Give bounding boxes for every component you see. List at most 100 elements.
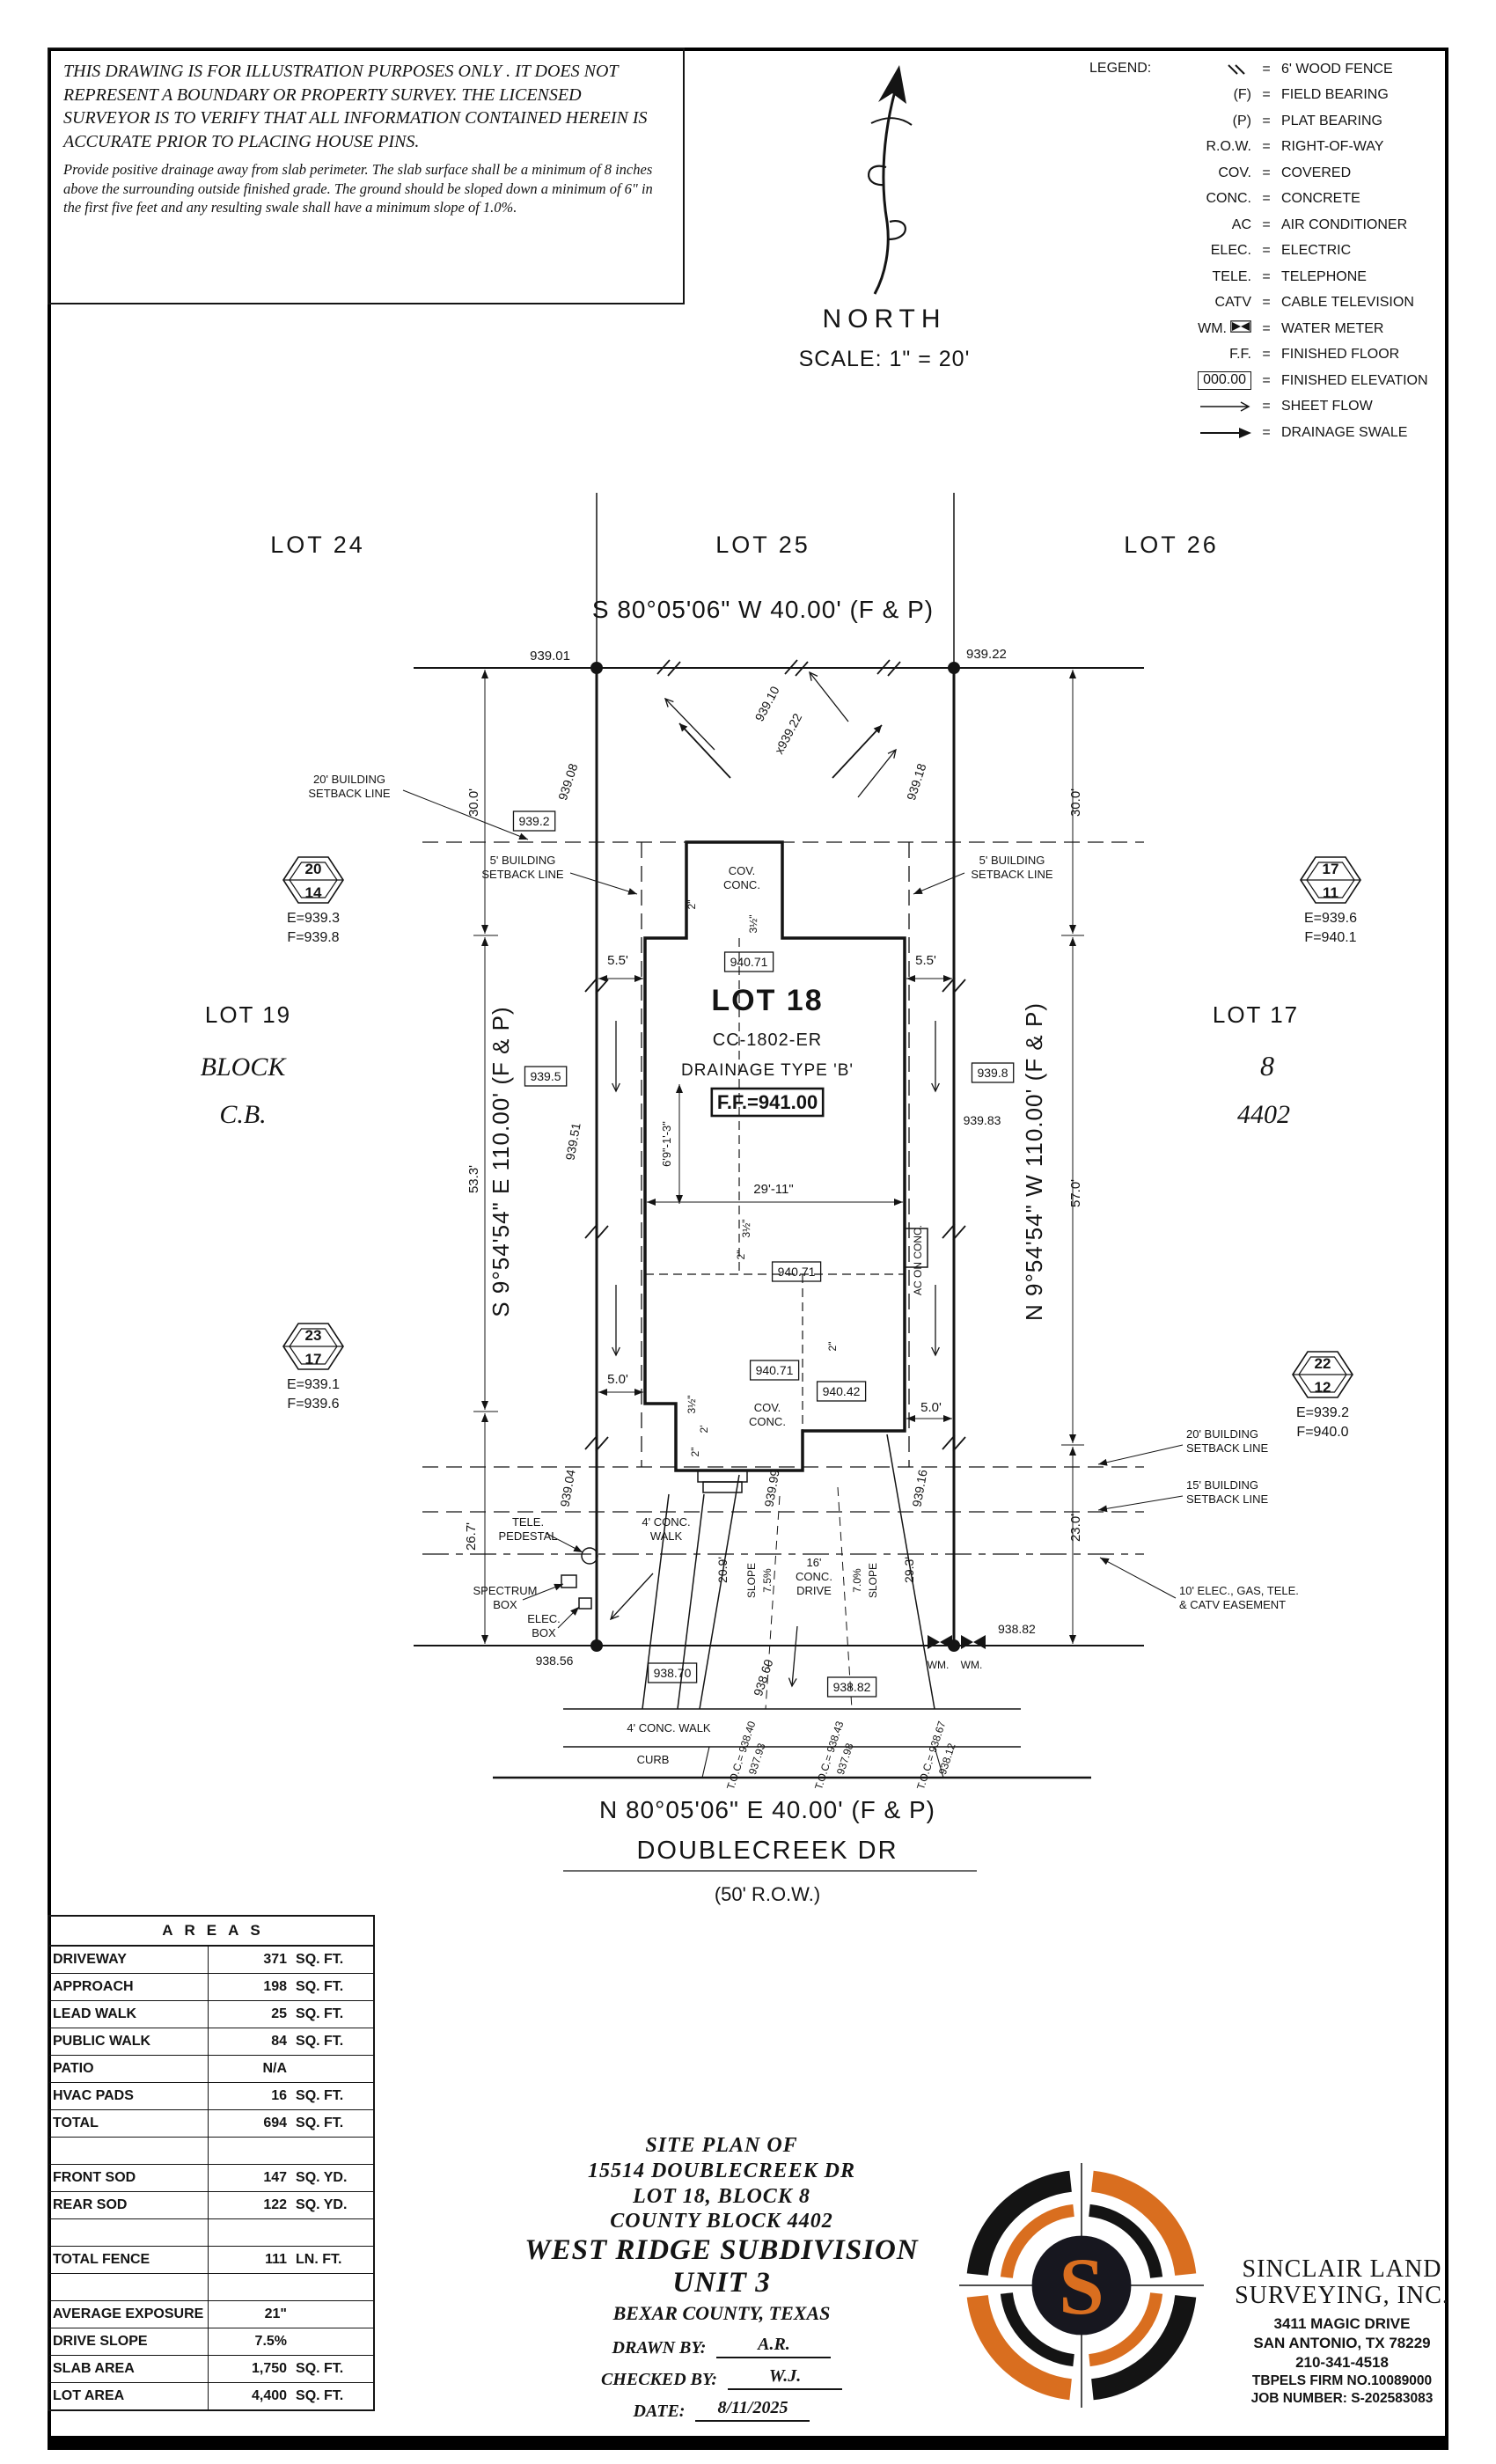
areas-table-cell: LEAD WALK bbox=[48, 2000, 209, 2028]
drawing-label: 7.0% bbox=[851, 1568, 863, 1593]
legend-equals: = bbox=[1262, 320, 1271, 336]
drawing-label: CONC. bbox=[723, 878, 760, 891]
drawn-by-row: DRAWN BY: A.R. bbox=[475, 2335, 968, 2358]
leader-line bbox=[402, 789, 529, 840]
drawing-label: 20.9' bbox=[715, 1557, 730, 1583]
sheet-flow-arrowhead bbox=[609, 1610, 620, 1621]
drawing-label: SETBACK LINE bbox=[1186, 1441, 1269, 1455]
drawing-label: 15' BUILDING bbox=[1186, 1478, 1258, 1492]
leader-line bbox=[522, 1583, 564, 1601]
drawing-label: SLOPE bbox=[745, 1563, 758, 1598]
disclaimer-title: THIS DRAWING IS FOR ILLUSTRATION PURPOSE… bbox=[63, 62, 648, 151]
drawing-label: 23.0' bbox=[1068, 1514, 1083, 1542]
drawing-label: 4' CONC. WALK bbox=[627, 1721, 711, 1734]
drawing-label: 939.04 bbox=[557, 1468, 577, 1507]
areas-table-cell: 694 bbox=[208, 2109, 291, 2138]
sheet-flow-arrowhead bbox=[612, 1346, 620, 1357]
areas-table-cell bbox=[290, 2300, 374, 2328]
logo-letter: S bbox=[1059, 2241, 1104, 2332]
company-address1: 3411 MAGIC DRIVE bbox=[1273, 2315, 1411, 2333]
legend-rows: =6' WOOD FENCE(F)=FIELD BEARING(P)=PLAT … bbox=[1167, 56, 1445, 446]
drawing-label: LOT 18 bbox=[711, 984, 823, 1017]
drawing-label: 3½" bbox=[747, 915, 759, 934]
property-lines bbox=[414, 493, 1144, 1646]
water-meter-icons bbox=[928, 1635, 986, 1649]
legend-equals: = bbox=[1262, 372, 1271, 388]
leader-line bbox=[569, 872, 638, 895]
areas-table-cell: TOTAL FENCE bbox=[48, 2246, 209, 2274]
logo-arc bbox=[1089, 2292, 1163, 2367]
legend-description: COVERED bbox=[1281, 165, 1352, 180]
title-county-state: BEXAR COUNTY, TEXAS bbox=[612, 2302, 831, 2325]
drawing-label: S 9°54'54" E 110.00' (F & P) bbox=[488, 1006, 514, 1316]
logo-center-disc bbox=[1031, 2235, 1132, 2336]
drawing-label: E=939.1 bbox=[287, 1377, 340, 1392]
areas-table-cell: SQ. FT. bbox=[290, 1973, 374, 2001]
drawing-label: PEDESTAL bbox=[499, 1529, 558, 1543]
legend-equals: = bbox=[1262, 399, 1271, 414]
drawing-label: 26.7' bbox=[464, 1522, 479, 1551]
drawing-label: 940.71 bbox=[730, 955, 768, 969]
areas-table-cell: HVAC PADS bbox=[48, 2082, 209, 2110]
drawing-label: 29'-11" bbox=[753, 1182, 793, 1197]
drawing-label: 5' BUILDING bbox=[490, 854, 556, 867]
drawing-label: 2' bbox=[698, 1426, 710, 1434]
title-site-plan-of: SITE PLAN OF bbox=[645, 2134, 798, 2157]
legend-row: F.F.=FINISHED FLOOR bbox=[1167, 342, 1445, 369]
drainage-swale-arrow bbox=[832, 724, 883, 779]
drawing-label: 939.01 bbox=[530, 649, 570, 664]
legend-symbol: COV. bbox=[1218, 165, 1251, 180]
leader-line bbox=[913, 872, 965, 895]
drawing-label: SETBACK LINE bbox=[308, 787, 391, 800]
leader-line bbox=[1097, 1495, 1184, 1513]
drawing-label: F=939.6 bbox=[287, 1397, 339, 1412]
finished-elevation-box bbox=[749, 1360, 800, 1381]
spectrum-box-icon bbox=[561, 1574, 577, 1588]
drawing-label: SCALE: 1" = 20' bbox=[799, 347, 971, 371]
drawing-label: SLOPE bbox=[867, 1563, 879, 1598]
areas-table-row bbox=[48, 2273, 374, 2301]
checked-by-label: CHECKED BY: bbox=[600, 2369, 718, 2389]
leader-line bbox=[1097, 1444, 1184, 1466]
company-phone: 210-341-4518 bbox=[1295, 2353, 1389, 2371]
legend-equals: = bbox=[1262, 243, 1271, 259]
logo-arc bbox=[966, 2170, 1073, 2277]
logo-arc bbox=[1090, 2294, 1197, 2401]
legend-symbol: (F) bbox=[1233, 87, 1251, 103]
lot-id-bottom: 12 bbox=[1315, 1379, 1331, 1396]
drainage-swale-arrowhead bbox=[873, 725, 882, 734]
title-county-block: COUNTY BLOCK 4402 bbox=[610, 2210, 833, 2233]
finished-elevation-box bbox=[971, 1062, 1015, 1083]
elec-box-icon bbox=[578, 1597, 592, 1610]
areas-table-cell: N/A bbox=[208, 2055, 291, 2083]
date-label: DATE: bbox=[633, 2401, 686, 2421]
areas-table-cell: DRIVE SLOPE bbox=[48, 2328, 209, 2356]
drawing-label: 4' CONC. bbox=[642, 1515, 690, 1529]
legend-row: =SHEET FLOW bbox=[1167, 394, 1445, 421]
areas-table-cell bbox=[48, 2218, 209, 2247]
title-block: SITE PLAN OF 15514 DOUBLECREEK DR LOT 18… bbox=[475, 2133, 968, 2422]
drawing-label: 10' ELEC., GAS, TELE. bbox=[1179, 1584, 1299, 1597]
drawing-label: ELEC. bbox=[527, 1612, 561, 1625]
drawing-label: 939.08 bbox=[555, 761, 581, 802]
legend-description: FINISHED ELEVATION bbox=[1281, 372, 1428, 388]
drawing-label: LOT 25 bbox=[715, 532, 810, 558]
leader-line bbox=[1099, 1557, 1177, 1599]
drawing-label: COV. bbox=[754, 1401, 781, 1414]
drawing-label: 938.70 bbox=[654, 1666, 692, 1680]
disclaimer-box: THIS DRAWING IS FOR ILLUSTRATION PURPOSE… bbox=[48, 48, 685, 304]
areas-table-cell: 16 bbox=[208, 2082, 291, 2110]
drawing-label: 5.5' bbox=[607, 953, 628, 968]
north-arrow-icon bbox=[868, 65, 913, 295]
areas-table-cell: 7.5% bbox=[208, 2328, 291, 2356]
areas-table-title: AREAS bbox=[48, 1915, 375, 1947]
drawing-label: E=939.2 bbox=[1296, 1405, 1349, 1420]
drawing-label: 53.3' bbox=[466, 1165, 481, 1193]
drawing-label: 57.0' bbox=[1068, 1179, 1083, 1207]
areas-table-cell: AVERAGE EXPOSURE bbox=[48, 2300, 209, 2328]
